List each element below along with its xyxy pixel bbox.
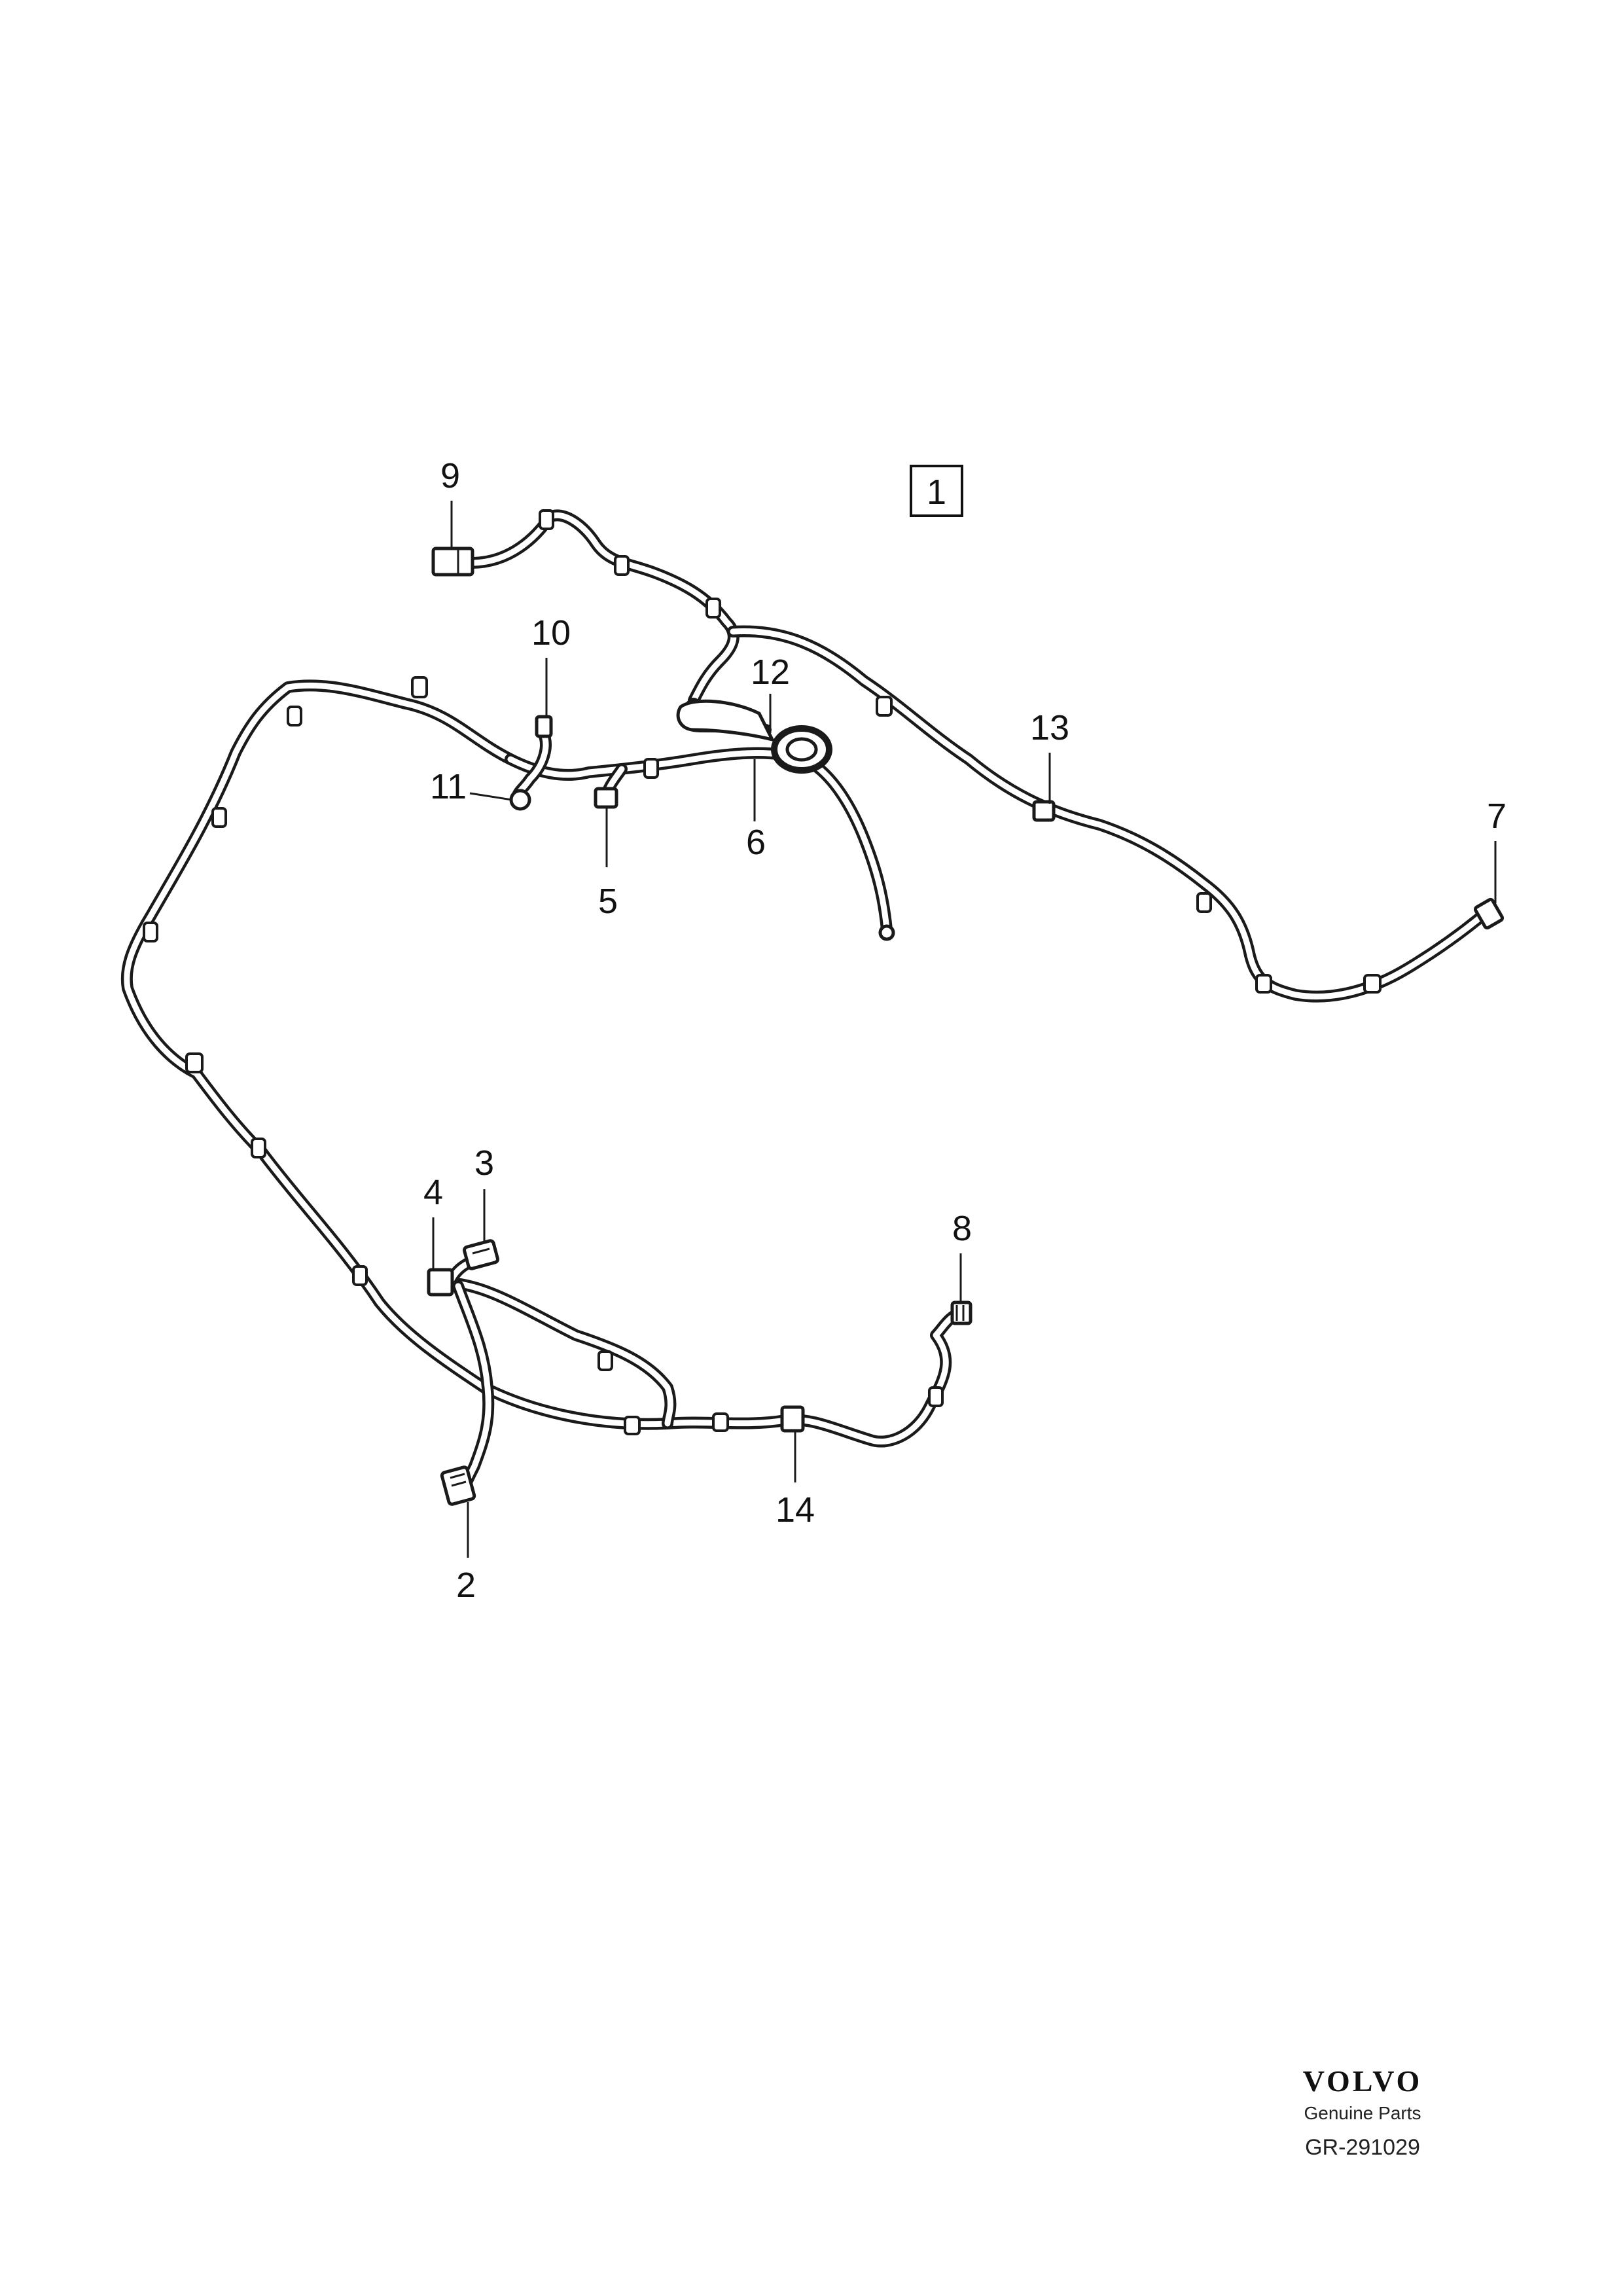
connector-10 [535, 715, 553, 738]
callout-6: 6 [746, 823, 766, 862]
connectors [427, 547, 1505, 1506]
harness-clips [143, 509, 1382, 1435]
callout-3: 3 [474, 1143, 494, 1183]
center-branch-end [878, 924, 895, 941]
callout-10: 10 [531, 613, 571, 653]
callout-14: 14 [776, 1490, 815, 1530]
callout-4: 4 [423, 1173, 443, 1212]
brand-tagline: Genuine Parts [1304, 2103, 1421, 2123]
connector-4 [427, 1268, 454, 1297]
connector-14 [780, 1405, 805, 1433]
callouts: 1 9 10 11 12 6 5 13 7 8 3 4 2 14 [423, 456, 1507, 1605]
connector-11 [509, 789, 531, 811]
callout-5: 5 [598, 882, 618, 921]
callout-12: 12 [751, 653, 790, 692]
callout-7: 7 [1487, 797, 1507, 836]
rear-branch [439, 1251, 677, 1501]
callout-11: 11 [430, 767, 467, 806]
drawing-code: GR-291029 [1305, 2135, 1420, 2160]
connector-7 [1473, 897, 1505, 930]
connector-2 [440, 1465, 476, 1506]
callout-1-box [910, 465, 963, 517]
volvo-logo: VOLVO [1303, 2064, 1423, 2098]
callout-9: 9 [440, 456, 460, 495]
center-branch [505, 698, 893, 935]
connector-13-clip [1032, 800, 1056, 822]
connector-9 [431, 547, 474, 577]
callout-1: 1 [927, 473, 946, 512]
connector-5 [594, 787, 618, 809]
leader-lines [432, 501, 1497, 1558]
connector-8 [950, 1300, 972, 1325]
brand-block: VOLVO Genuine Parts GR-291029 [1303, 2064, 1423, 2160]
upper-harness [465, 509, 1491, 1003]
main-harness [120, 679, 968, 1448]
callout-13: 13 [1030, 708, 1069, 747]
callout-2: 2 [456, 1566, 476, 1605]
callout-8: 8 [952, 1209, 972, 1248]
connector-3 [463, 1239, 499, 1270]
